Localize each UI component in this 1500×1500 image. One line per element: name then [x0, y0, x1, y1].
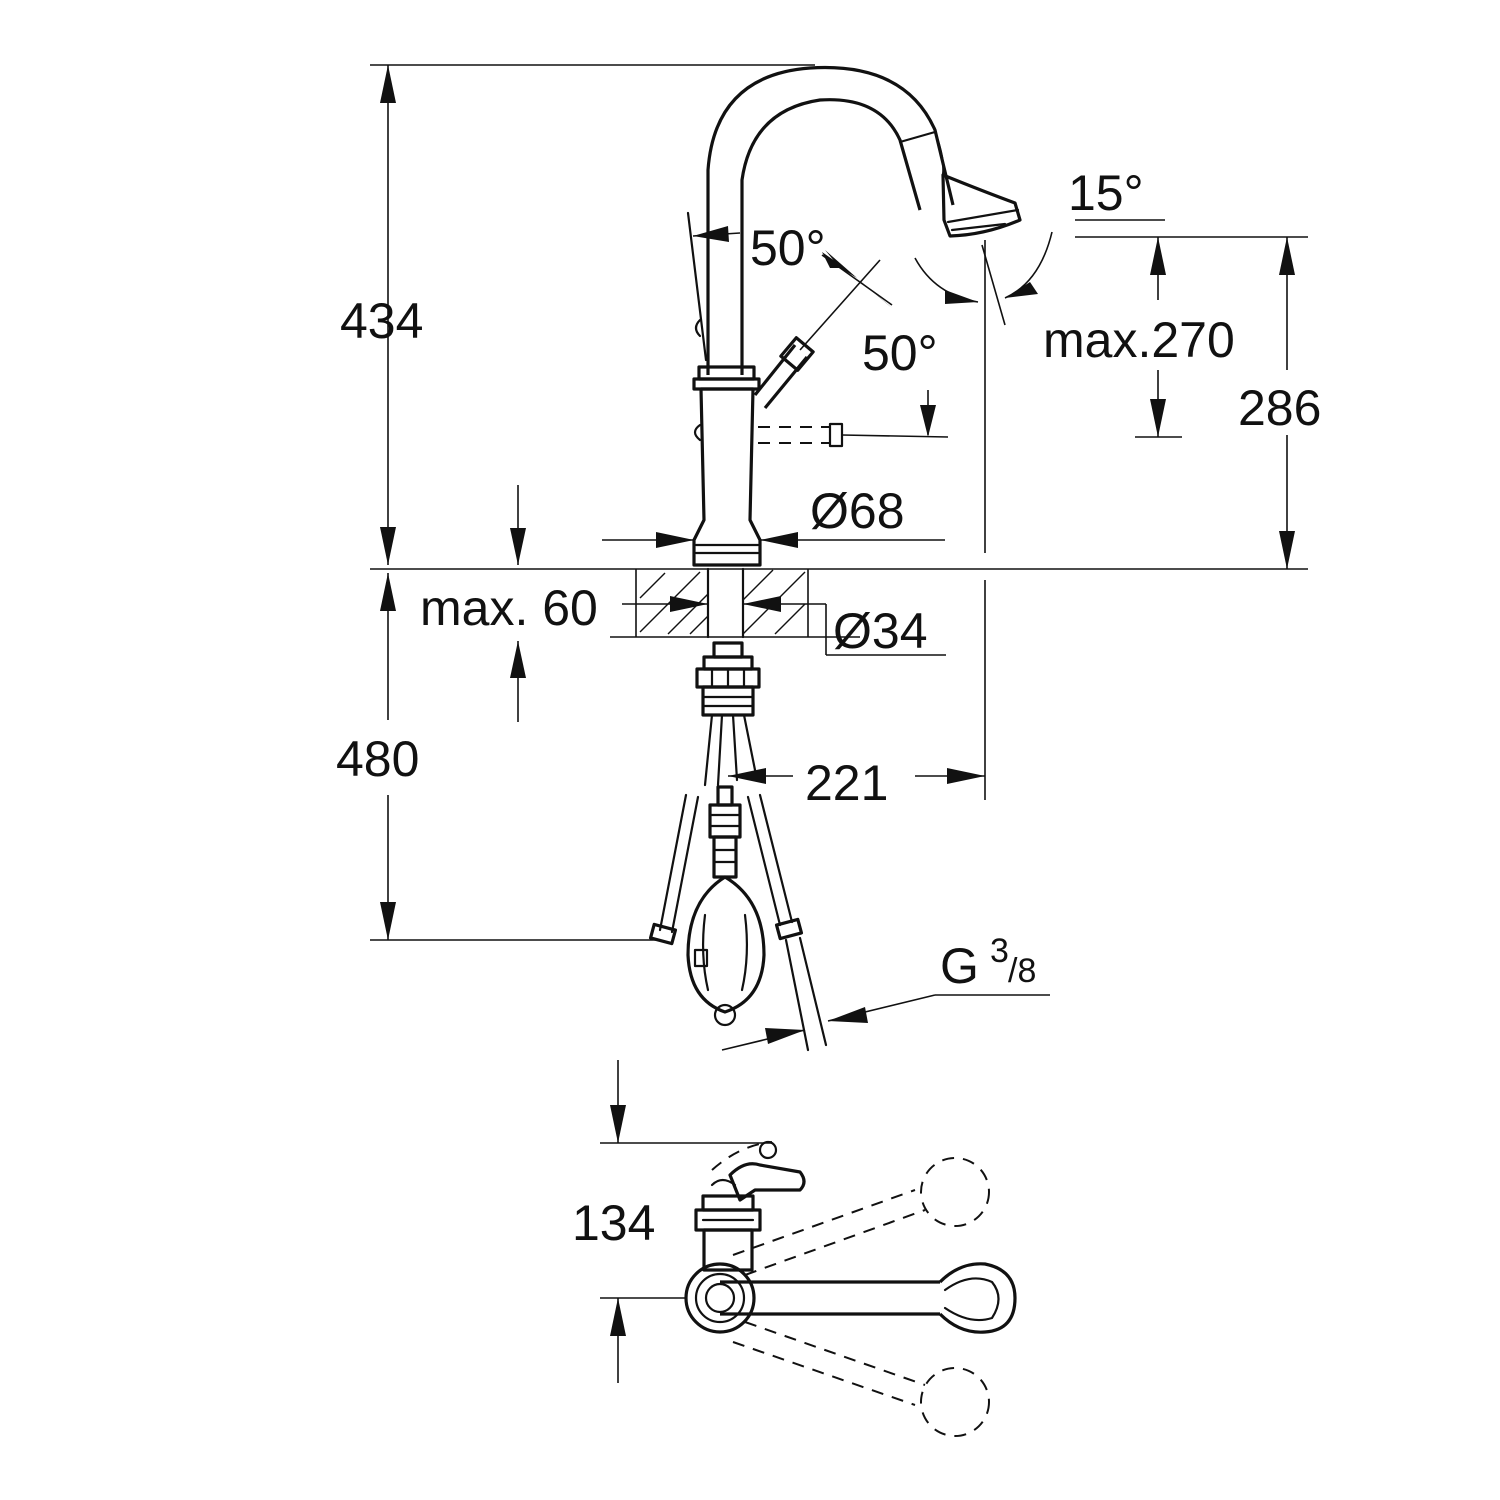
faucet-body [686, 211, 762, 567]
label-480: 480 [336, 731, 419, 787]
label-134: 134 [572, 1195, 655, 1251]
label-thread-g: G [940, 938, 979, 994]
dimension-434: 434 [340, 64, 815, 565]
label-max-270: max.270 [1043, 312, 1235, 368]
dimension-angle-15: 15° [914, 165, 1165, 553]
faucet-top-view [684, 1140, 1017, 1437]
dimension-angle-left-50: 50° [692, 220, 826, 276]
label-434: 434 [340, 293, 423, 349]
label-angle-50-lever: 50° [862, 325, 938, 381]
label-max-60: max. 60 [420, 580, 598, 636]
dimension-134: 134 [572, 1060, 772, 1383]
dimension-480: 480 [336, 573, 660, 941]
dimension-angle-lever-50: 50° [821, 250, 938, 437]
lever-handle [753, 259, 949, 448]
faucet-spout [706, 65, 1022, 375]
label-286: 286 [1238, 380, 1321, 436]
label-thread-numerator: 3 [990, 932, 1009, 970]
label-221: 221 [805, 755, 888, 811]
dimension-max-60: max. 60 [420, 485, 708, 722]
countertop-section [610, 567, 860, 639]
dimension-thread-g38: G 3 /8 [721, 932, 1050, 1051]
under-counter-fittings [648, 641, 828, 1052]
dimension-221: 221 [728, 580, 986, 811]
dimension-286: 286 [1238, 237, 1321, 569]
label-angle-15: 15° [1068, 165, 1144, 221]
label-angle-50-left: 50° [750, 220, 826, 276]
dimension-diameter-34: Ø34 [743, 596, 946, 659]
label-diameter-68: Ø68 [810, 483, 905, 539]
label-diameter-34: Ø34 [833, 603, 928, 659]
label-thread-denominator: /8 [1008, 952, 1036, 990]
dimension-max-270: max.270 [1043, 236, 1308, 438]
dimension-diameter-68: Ø68 [602, 483, 945, 548]
